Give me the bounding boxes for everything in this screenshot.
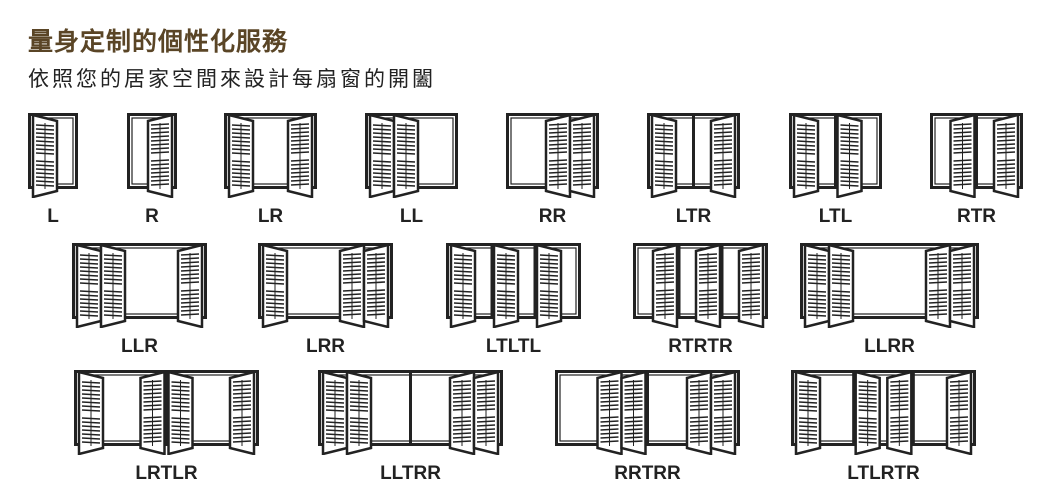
shutter-panel [492,243,520,328]
config-rrtrr: RRTRR [555,370,740,490]
config-llrr: LLRR [800,243,979,363]
shutter-panel [886,370,913,455]
shutter-panel [836,113,863,198]
shutter-panel [261,243,289,328]
shutter-panel [854,370,881,455]
shutter-diagram-icon [224,113,317,198]
shutter-panel [167,370,194,455]
config-llr: LLR [72,243,207,363]
configuration-label: LLTRR [380,463,441,484]
configuration-label: LLR [121,336,158,357]
config-lrr: LRR [258,243,393,363]
page-title: 量身定制的個性化服務 [28,27,289,56]
shutter-panel [803,243,831,328]
configuration-label: L [47,206,59,227]
config-ll: LL [365,113,458,233]
configuration-label: R [145,206,159,227]
shutter-panel [924,243,952,328]
shutter-panel [392,113,420,198]
shutter-panel [449,243,477,328]
shutter-panel [472,370,500,455]
shutter-panel [568,113,596,198]
shutter-panel [945,370,973,455]
shutter-diagram-icon [365,113,458,198]
shutter-diagram-icon [633,243,768,328]
shutter-panel [227,113,255,198]
shutter-panel [694,243,722,328]
config-lrtlr: LRTLR [74,370,259,490]
configuration-label: LTL [818,206,853,227]
shutter-panel [651,243,679,328]
shutter-panel [345,370,373,455]
config-rr: RR [506,113,599,233]
shutter-diagram-icon [506,113,599,198]
shutter-diagram-icon [72,243,207,328]
shutter-diagram-icon [127,113,177,198]
shutter-panel [139,370,166,455]
shutter-panel [948,243,976,328]
shutter-panel [544,113,572,198]
shutter-panel [685,370,713,455]
shutter-diagram-icon [446,243,581,328]
shutter-panel [792,113,820,198]
configuration-label: LL [399,206,424,227]
shutter-panel [99,243,127,328]
config-rtr: RTR [930,113,1023,233]
shutter-diagram-icon [930,113,1023,198]
configuration-label: LRR [305,336,346,357]
configuration-label: LR [257,206,284,227]
page-subtitle: 依照您的居家空間來設計每扇窗的開闔 [28,67,436,91]
shutter-panel [737,243,765,328]
shutter-panel [949,113,976,198]
shutter-panel [31,113,59,198]
shutter-diagram-icon [28,113,78,198]
shutter-diagram-icon [791,370,976,455]
shutter-panel [321,370,349,455]
config-ltlrtr: LTLRTR [791,370,976,490]
shutter-diagram-icon [789,113,882,198]
config-rtrtr: RTRTR [633,243,768,363]
configuration-label: RR [538,206,567,227]
shutter-panel [362,243,390,328]
shutter-panel [596,370,623,455]
config-lltrr: LLTRR [318,370,503,490]
shutter-diagram-icon [647,113,740,198]
shutter-panel [228,370,256,455]
shutter-panel [709,113,737,198]
shutter-diagram-icon [318,370,503,455]
shutter-panel [794,370,822,455]
shutter-panel [620,370,647,455]
config-r: R [127,113,177,233]
shutter-diagram-icon [74,370,259,455]
shutter-panel [176,243,204,328]
shutter-panel [338,243,366,328]
shutter-panel [827,243,855,328]
configuration-label: LTR [675,206,712,227]
config-l: L [28,113,78,233]
config-ltr: LTR [647,113,740,233]
configuration-label: LLRR [864,336,915,357]
configuration-label: LRTLR [135,463,198,484]
config-ltl: LTL [789,113,882,233]
configuration-label: LTLTL [485,336,542,357]
shutter-diagram-icon [555,370,740,455]
shutter-panel [650,113,678,198]
config-lr: LR [224,113,317,233]
shutter-panel [368,113,396,198]
shutter-diagram-icon [800,243,979,328]
configuration-label: RRTRR [614,463,681,484]
configuration-label: RTR [956,206,997,227]
config-ltltl: LTLTL [446,243,581,363]
shutter-panel [75,243,103,328]
shutter-diagram-icon [258,243,393,328]
shutter-panel [77,370,105,455]
configuration-label: LTLRTR [847,463,920,484]
shutter-panel [286,113,314,198]
configuration-label: RTRTR [668,336,733,357]
shutter-panel [146,113,174,198]
shutter-panel [448,370,476,455]
shutter-panel [709,370,737,455]
shutter-panel [992,113,1020,198]
shutter-panel [535,243,563,328]
